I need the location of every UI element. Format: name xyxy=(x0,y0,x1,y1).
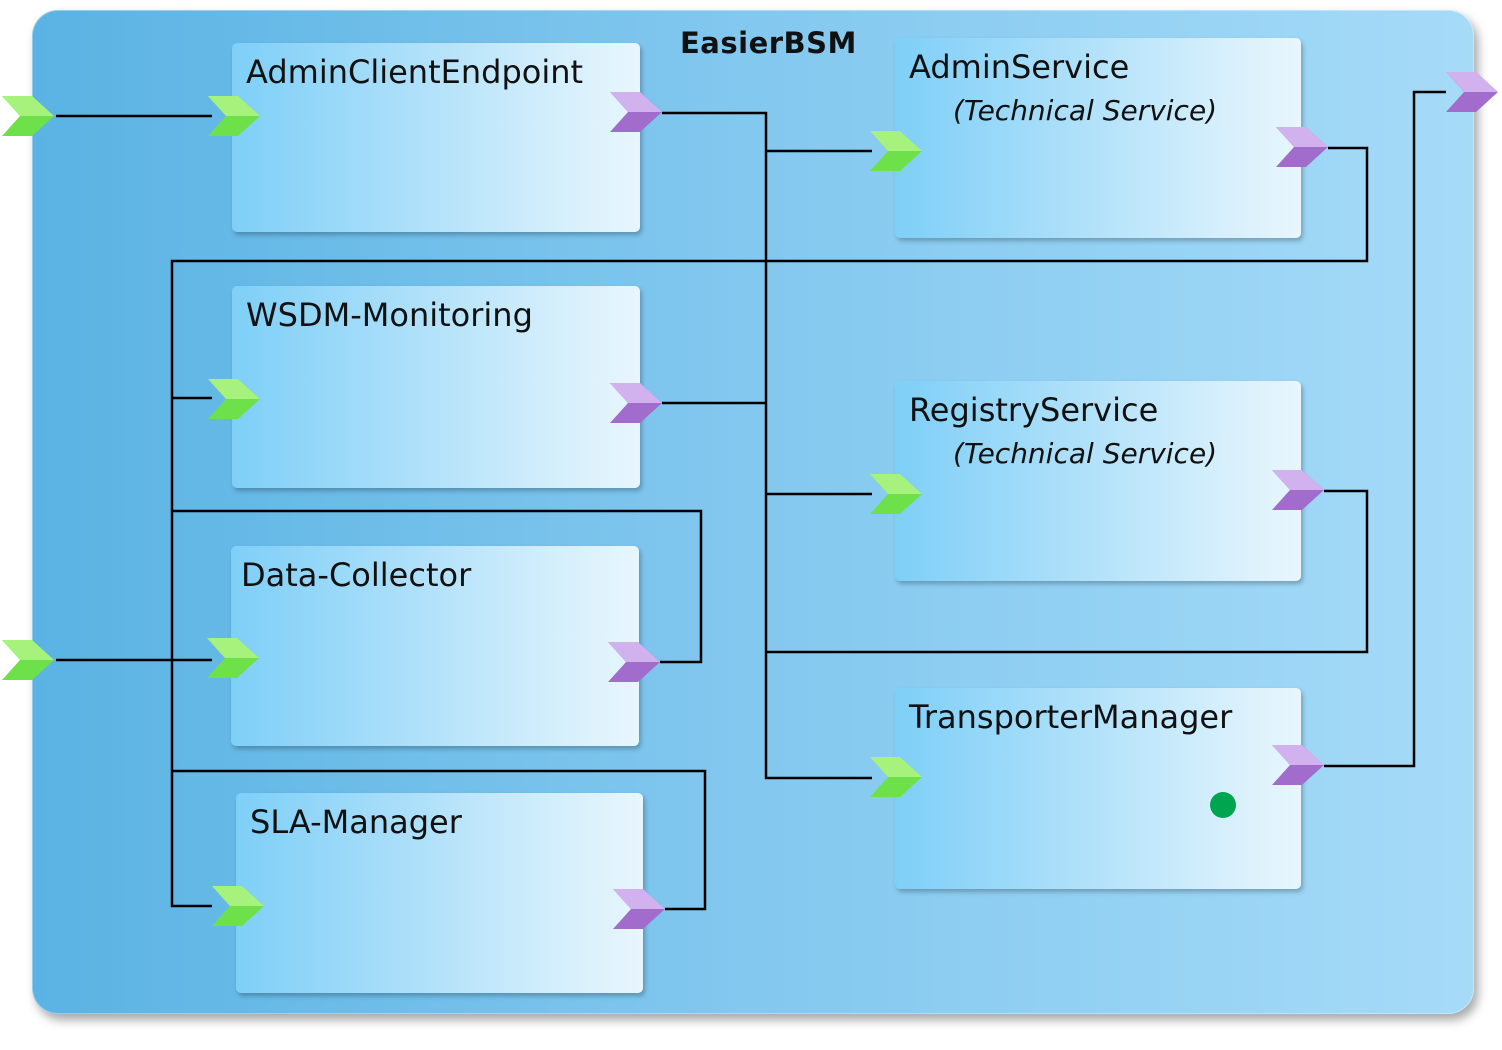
container-title: EasierBSM xyxy=(680,26,857,60)
registry-service-subtitle: (Technical Service) xyxy=(953,437,1218,470)
wire-transporter-out xyxy=(1324,90,1446,768)
admin-client-output-port[interactable] xyxy=(610,92,662,132)
sla-manager-label: SLA-Manager xyxy=(250,803,462,841)
data-collector-box[interactable]: Data-Collector xyxy=(231,546,639,746)
admin-client-endpoint-box[interactable]: AdminClientEndpoint xyxy=(232,43,640,232)
wire-admin-service-return xyxy=(170,146,1369,908)
transporter-manager-input-port[interactable] xyxy=(870,757,922,797)
admin-service-subtitle: (Technical Service) xyxy=(953,94,1218,127)
registry-service-input-port[interactable] xyxy=(870,474,922,514)
wire-registry-service-out xyxy=(766,489,1369,654)
admin-service-label: AdminService xyxy=(909,48,1130,86)
registry-service-label: RegistryService xyxy=(909,391,1159,429)
wsdm-monitoring-box[interactable]: WSDM-Monitoring xyxy=(232,286,640,488)
registry-service-output-port[interactable] xyxy=(1272,470,1324,510)
transporter-status-indicator xyxy=(1210,792,1236,818)
data-collector-output-port[interactable] xyxy=(608,642,660,682)
external-input-port-bottom[interactable] xyxy=(2,640,54,680)
external-output-port[interactable] xyxy=(1446,72,1498,112)
wsdm-output-port[interactable] xyxy=(610,383,662,423)
admin-service-output-port[interactable] xyxy=(1276,127,1328,167)
transporter-manager-label: TransporterManager xyxy=(909,698,1233,736)
admin-client-input-port[interactable] xyxy=(208,96,260,136)
transporter-manager-box[interactable]: TransporterManager xyxy=(895,688,1301,889)
wire-sla-manager-loop xyxy=(172,769,707,911)
wsdm-monitoring-label: WSDM-Monitoring xyxy=(246,296,533,334)
wire-admin-client-bus xyxy=(662,111,872,780)
sla-manager-box[interactable]: SLA-Manager xyxy=(236,793,643,993)
sla-manager-output-port[interactable] xyxy=(613,889,665,929)
data-collector-label: Data-Collector xyxy=(241,556,472,594)
wire-data-collector-loop xyxy=(172,509,703,664)
admin-service-input-port[interactable] xyxy=(870,131,922,171)
data-collector-input-port[interactable] xyxy=(207,638,259,678)
admin-service-box[interactable]: AdminService (Technical Service) xyxy=(895,38,1301,238)
registry-service-box[interactable]: RegistryService (Technical Service) xyxy=(895,381,1301,581)
transporter-manager-output-port[interactable] xyxy=(1272,745,1324,785)
wsdm-input-port[interactable] xyxy=(208,379,260,419)
sla-manager-input-port[interactable] xyxy=(212,886,264,926)
external-input-port-top[interactable] xyxy=(2,96,54,136)
admin-client-endpoint-label: AdminClientEndpoint xyxy=(246,53,584,91)
